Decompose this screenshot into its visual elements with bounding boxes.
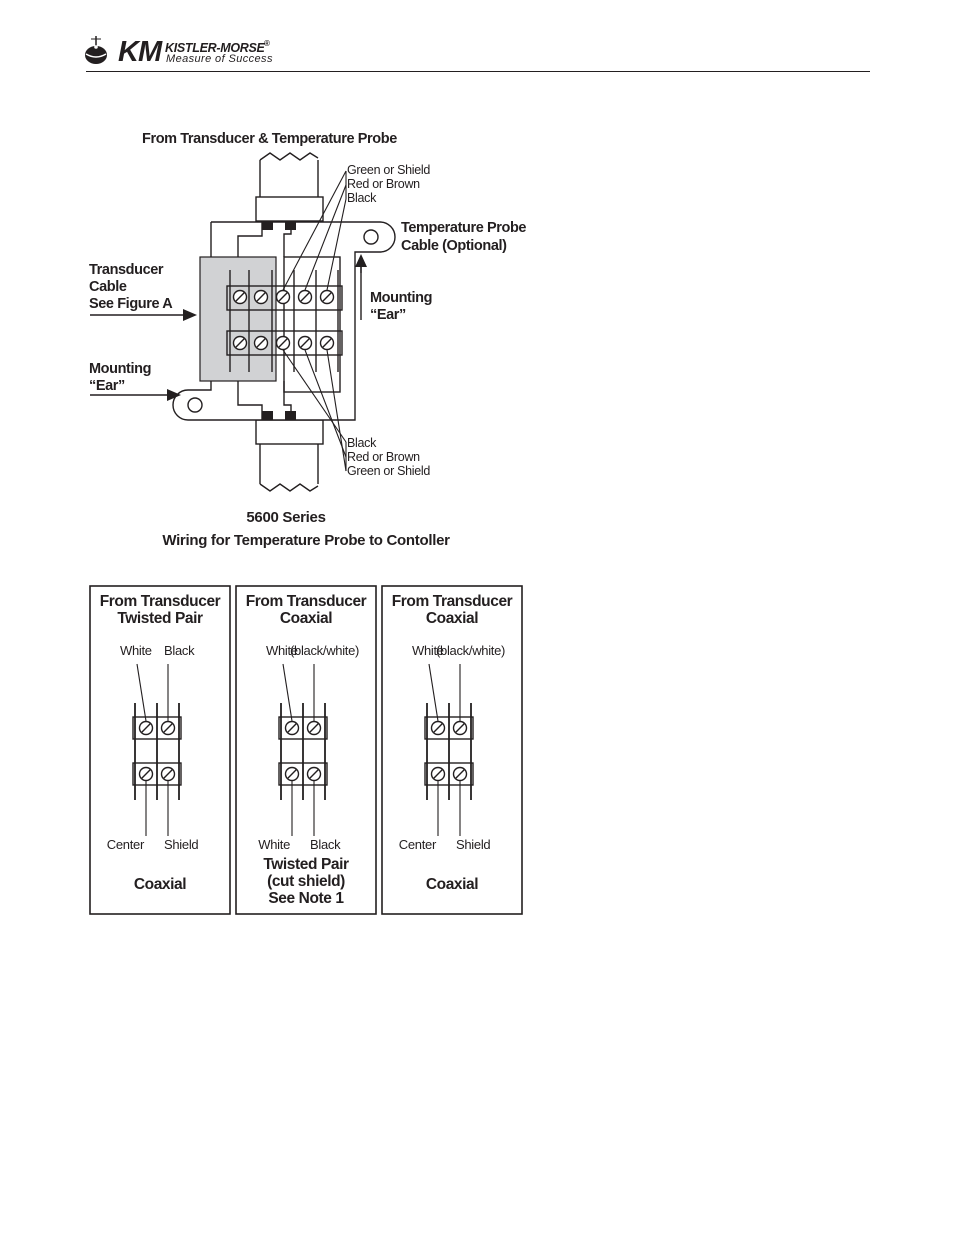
- top-wire-label-0: Green or Shield: [347, 163, 430, 177]
- panel-footer-line: Twisted Pair: [263, 856, 349, 873]
- top-wire-label-1: Red or Brown: [347, 177, 420, 191]
- bottom-wire-label-2: Green or Shield: [347, 464, 430, 478]
- logo-mark: KM: [118, 36, 162, 68]
- transducer-arrow: [90, 309, 197, 321]
- page-header: KM KISTLER-MORSE ® Measure of Success: [0, 0, 954, 80]
- transducer-area: [199, 256, 277, 382]
- panel-wire: [428, 663, 439, 722]
- transducer-label-0: Transducer: [89, 262, 164, 278]
- transducer-label-1: Cable: [89, 279, 127, 295]
- panel-top-wire-label: (black/white): [436, 643, 505, 658]
- temp-probe-label-1: Cable (Optional): [401, 238, 507, 254]
- panel-bottom-wire-label: Shield: [164, 837, 198, 852]
- panel-top-wire-label: Black: [164, 643, 195, 658]
- panel-frame: [89, 585, 231, 915]
- mounting-ear-right-1: “Ear”: [370, 307, 406, 323]
- panel-title-line: From Transducer: [392, 593, 513, 610]
- registered-mark: ®: [264, 39, 270, 48]
- junction-box-figure: From Transducer & Temperature Probe Gree…: [89, 131, 527, 549]
- company-name: KISTLER-MORSE: [165, 41, 265, 55]
- panel-bottom-wire-label: Black: [310, 837, 341, 852]
- terminal-screw-icon: [284, 720, 300, 736]
- terminal-screw-icon: [160, 720, 176, 736]
- panel-top-wire-label: (black/white): [290, 643, 359, 658]
- terminal-screw-icon: [138, 720, 154, 736]
- mounting-ear-left-arrow: [90, 389, 181, 401]
- panel-top-wire-label: White: [266, 643, 298, 658]
- mounting-ear-right-arrow: [355, 254, 367, 320]
- panel-frame: [235, 585, 377, 915]
- bottom-wire-label-0: Black: [347, 436, 377, 450]
- panel-footer-line: Coaxial: [426, 876, 478, 893]
- panel-title-line: Twisted Pair: [117, 610, 203, 627]
- panel-bottom-wire-label: Shield: [456, 837, 490, 852]
- mounting-ear-right-0: Mounting: [370, 290, 432, 306]
- panel-2: From TransducerCoaxialWhite(black/white)…: [381, 585, 523, 915]
- top-label: From Transducer & Temperature Probe: [142, 131, 397, 147]
- panel-wire: [282, 663, 293, 722]
- panel-title-line: From Transducer: [100, 593, 221, 610]
- caption-series: 5600 Series: [246, 509, 325, 526]
- panel-wire: [136, 663, 147, 722]
- kistler-morse-logo-icon: [85, 36, 107, 64]
- terminal-screw-icon: [306, 766, 322, 782]
- panel-top-wire-label: White: [412, 643, 444, 658]
- bottom-cable: [255, 419, 324, 492]
- terminal-screw-icon: [430, 766, 446, 782]
- terminal-screw-icon: [430, 720, 446, 736]
- panel-title-line: Coaxial: [426, 610, 478, 627]
- panel-bottom-wire-label: Center: [107, 837, 145, 852]
- panel-1: From TransducerCoaxialWhite(black/white)…: [235, 585, 377, 915]
- mounting-ear-left-0: Mounting: [89, 361, 151, 377]
- terminal-screw-icon: [138, 766, 154, 782]
- panel-bottom-wire-label: Center: [399, 837, 437, 852]
- panel-footer-line: Coaxial: [134, 876, 186, 893]
- panel-frame: [381, 585, 523, 915]
- left-ear-hole: [187, 397, 203, 413]
- terminal-screw-icon: [306, 720, 322, 736]
- terminal-screw-icon: [160, 766, 176, 782]
- terminal-screw-icon: [452, 720, 468, 736]
- panel-bottom-wire-label: White: [258, 837, 290, 852]
- caption-title: Wiring for Temperature Probe to Contolle…: [162, 532, 450, 549]
- bottom-wire-label-1: Red or Brown: [347, 450, 420, 464]
- top-cable: [255, 152, 324, 222]
- header-rule: [86, 71, 870, 72]
- panel-top-wire-label: White: [120, 643, 152, 658]
- transducer-label-2: See Figure A: [89, 296, 173, 312]
- panel-title-line: Coaxial: [280, 610, 332, 627]
- panel-footer-line: See Note 1: [268, 890, 344, 907]
- temp-probe-label-0: Temperature Probe: [401, 220, 526, 236]
- right-ear-hole: [363, 229, 379, 245]
- terminal-screw-icon: [452, 766, 468, 782]
- panel-title-line: From Transducer: [246, 593, 367, 610]
- terminal-screw-icon: [284, 766, 300, 782]
- mounting-ear-left-1: “Ear”: [89, 378, 125, 394]
- top-wire-label-2: Black: [347, 191, 377, 205]
- panel-footer-line: (cut shield): [267, 873, 345, 890]
- tagline: Measure of Success: [166, 53, 273, 65]
